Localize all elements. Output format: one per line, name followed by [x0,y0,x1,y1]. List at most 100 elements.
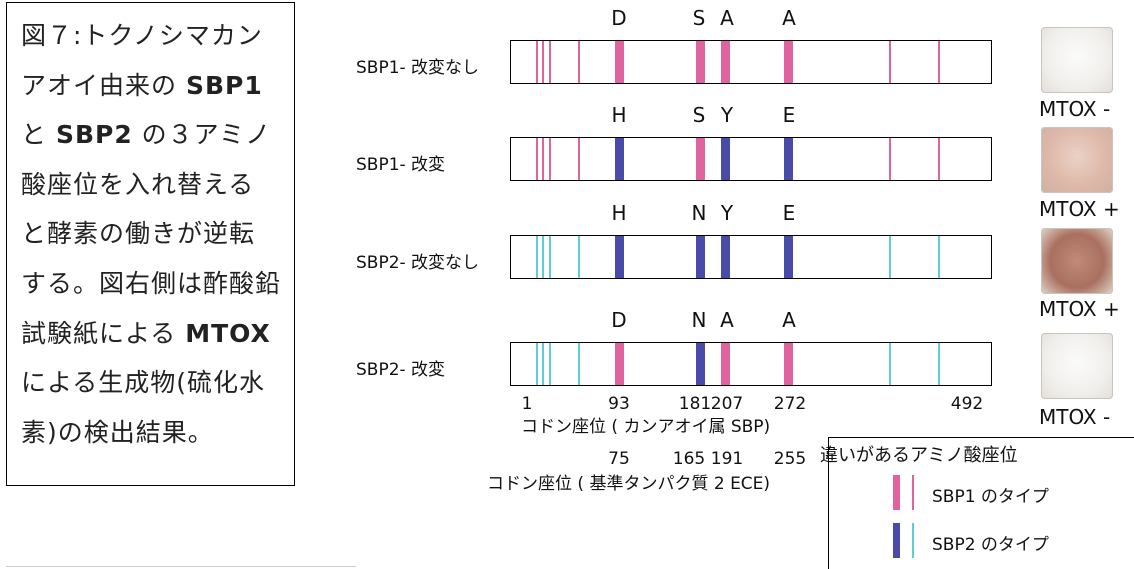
legend-sbp1-swatch [893,475,900,510]
variant-site-mark [938,138,940,180]
caption-text: 酸座位を入れ替える [21,169,255,199]
variant-site-mark [536,41,538,83]
mtox-result: MTOX - [1039,97,1111,121]
caption-line: アオイ由来の SBP1 [21,61,286,111]
caption-line: 図７:トクノシマカン [21,11,286,61]
key-site-mark [721,236,730,278]
variant-site-mark [889,343,891,385]
legend-sbp1-line [912,475,914,510]
gene-bar [510,137,992,181]
variant-site-mark [542,343,544,385]
mtox-result: MTOX + [1039,297,1120,321]
key-site-mark [784,343,793,385]
caption-text: 図７:トクノシマカン [21,21,263,50]
legend-sbp2-label: SBP2 のタイプ [932,535,1049,555]
caption-emphasis: SBP2 [55,120,133,150]
amino-acid-letter: A [782,308,796,332]
row-label: SBP1- 改変 [356,155,446,175]
variant-site-mark [542,41,544,83]
variant-site-mark [889,138,891,180]
axis-primary-title: コドン座位 ( カンアオイ属 SBP) [521,417,771,437]
caption-line: 試験紙による MTOX [21,309,286,359]
axis-secondary-tick: 75 [608,449,630,469]
key-site-mark [696,343,705,385]
legend-sbp2-line [912,523,914,558]
variant-site-mark [536,236,538,278]
mtox-result: MTOX - [1039,405,1111,429]
variant-site-mark [542,236,544,278]
variant-site-mark [889,41,891,83]
caption-line: する。図右側は酢酸鉛 [21,259,286,309]
key-site-mark [696,41,705,83]
variant-site-mark [536,138,538,180]
row-label: SBP2- 改変 [356,360,446,380]
axis-secondary-tick: 191 [710,449,744,469]
axis-secondary-tick: 255 [773,449,807,469]
key-site-mark [615,138,624,180]
variant-site-mark [549,138,551,180]
variant-site-mark [578,138,580,180]
caption-emphasis: MTOX [185,318,271,348]
gene-bar [510,40,992,84]
amino-acid-letter: E [782,103,796,127]
key-site-mark [721,41,730,83]
amino-acid-letter: H [611,201,627,225]
caption-text: アオイ由来の [21,70,186,100]
axis-primary-tick: 492 [950,394,984,414]
divider [6,566,356,567]
variant-site-mark [938,41,940,83]
mtox-result: MTOX + [1039,197,1120,221]
axis-primary-tick: 93 [608,394,630,414]
variant-site-mark [549,236,551,278]
key-site-mark [721,138,730,180]
caption-line: 酸座位を入れ替える [21,160,286,210]
key-site-mark [784,41,793,83]
legend-sbp2-swatch [893,523,900,558]
amino-acid-letter: Y [720,103,734,127]
key-site-mark [696,138,705,180]
variant-site-mark [889,236,891,278]
amino-acid-letter: A [782,6,796,30]
caption-text: する。図右側は酢酸鉛 [21,268,282,298]
amino-acid-letter: H [611,103,627,127]
lead-acetate-test-paper [1041,127,1113,193]
amino-acid-letter: N [691,308,707,332]
axis-primary-tick: 272 [773,394,807,414]
caption-line: 素)の検出結果。 [21,408,286,458]
caption-text: と [21,120,56,150]
legend-sbp1-label: SBP1 のタイプ [932,487,1049,507]
caption-text: による生成物(硫化水 [21,368,266,398]
gene-bar [510,235,992,279]
key-site-mark [784,138,793,180]
variant-site-mark [578,41,580,83]
amino-acid-letter: E [782,201,796,225]
legend-title: 違いがあるアミノ酸座位 [820,445,1018,466]
variant-site-mark [938,236,940,278]
lead-acetate-test-paper [1041,27,1113,93]
variant-site-mark [578,236,580,278]
gene-bar [510,342,992,386]
legend-box [828,437,1134,569]
variant-site-mark [542,138,544,180]
axis-primary-tick: 1 [521,394,533,414]
caption-emphasis: SBP1 [185,70,263,100]
amino-acid-letter: A [720,6,734,30]
key-site-mark [696,236,705,278]
amino-acid-letter: Y [720,201,734,225]
key-site-mark [615,236,624,278]
variant-site-mark [549,343,551,385]
caption-text: の３アミノ [132,120,272,150]
row-label: SBP2- 改変なし [356,253,480,273]
variant-site-mark [536,343,538,385]
lead-acetate-test-paper [1041,228,1113,294]
axis-secondary-title: コドン座位 ( 基準タンパク質 2 ECE) [487,474,771,494]
axis-primary-tick: 207 [710,394,744,414]
caption-line: による生成物(硫化水 [21,358,286,408]
lead-acetate-test-paper [1041,333,1113,399]
axis-secondary-tick: 165 [672,449,706,469]
variant-site-mark [549,41,551,83]
caption-line: と SBP2 の３アミノ [21,110,286,160]
amino-acid-letter: D [611,6,627,30]
caption-text: 試験紙による [21,318,186,348]
